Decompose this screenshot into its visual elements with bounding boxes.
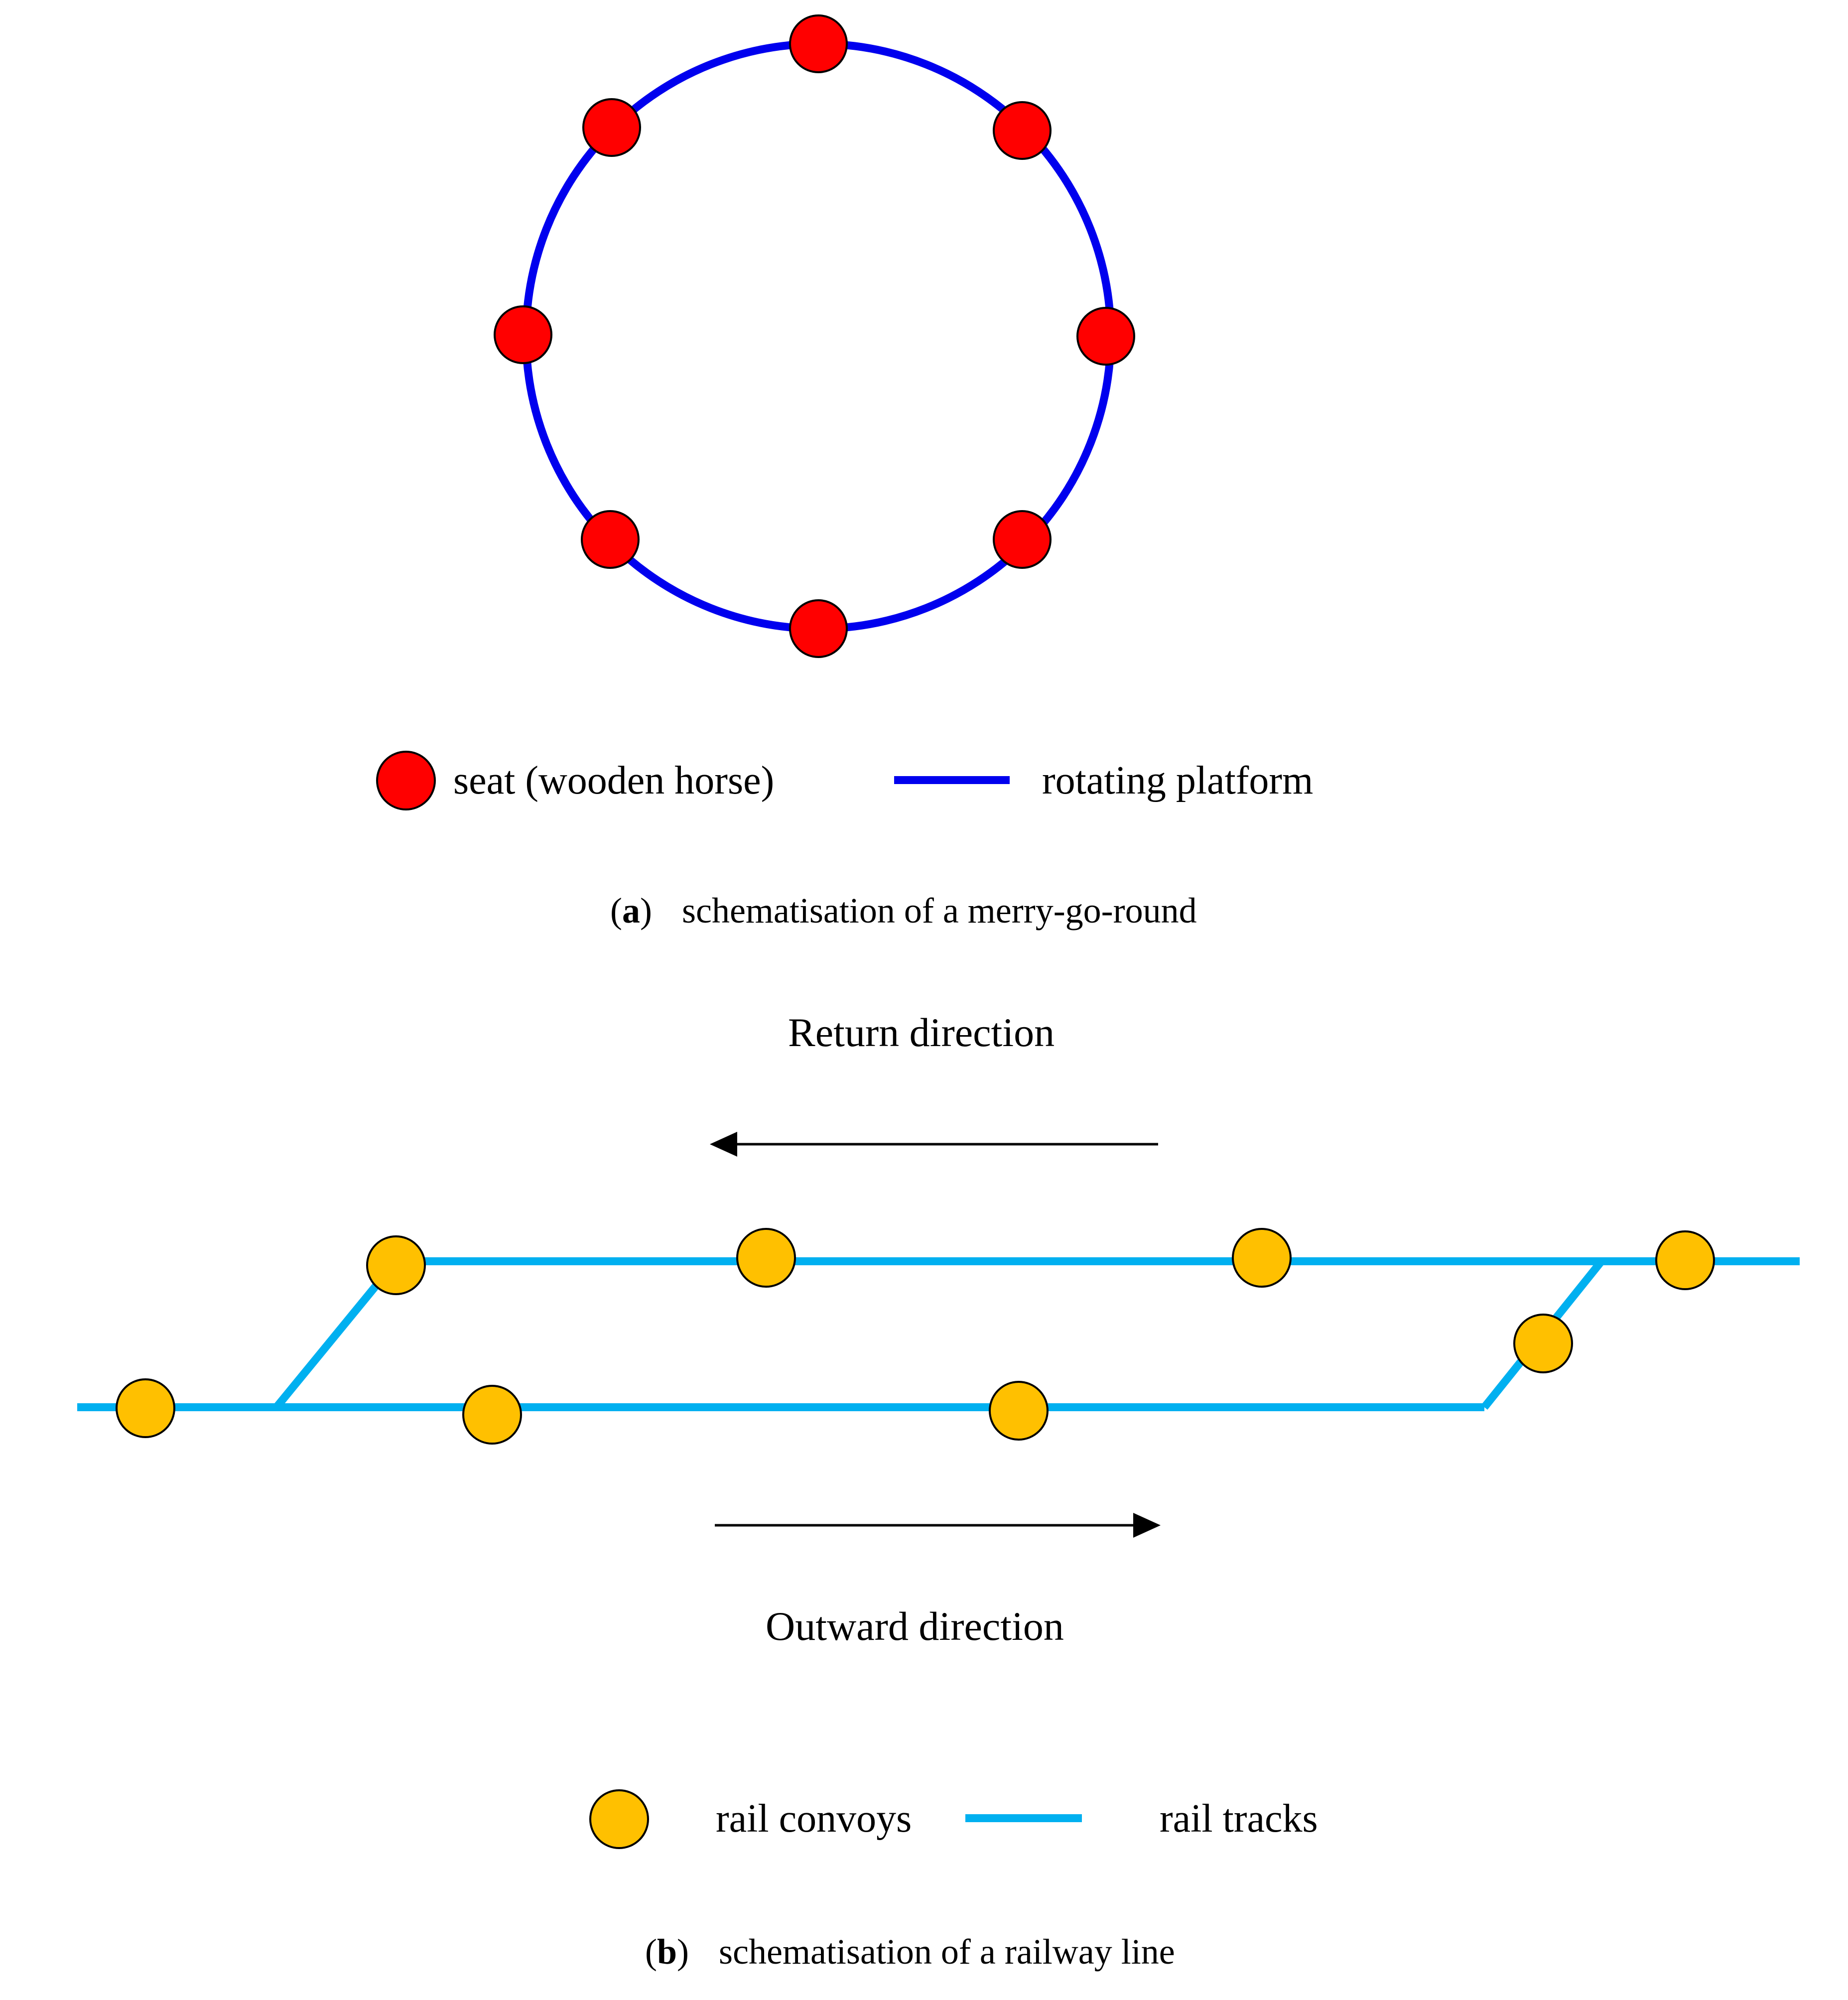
- seat-bottom: [789, 599, 848, 658]
- return-arrow: [710, 1132, 1158, 1157]
- seat-legend-label: seat (wooden horse): [453, 759, 774, 802]
- tracks-legend-label: rail tracks: [1160, 1797, 1318, 1841]
- seat-top-right: [993, 101, 1052, 160]
- caption-a: (a)schematisation of a merry-go-round: [610, 891, 1197, 931]
- seat-bottom-right: [993, 510, 1052, 569]
- panel-b: Return direction Outward direction: [77, 1010, 1800, 1972]
- convoy: [989, 1381, 1049, 1441]
- caption-b: (b)schematisation of a railway line: [645, 1932, 1175, 1972]
- seat-right: [1076, 307, 1135, 366]
- outward-arrow-head: [1133, 1513, 1161, 1538]
- seat-left: [494, 305, 552, 364]
- platform-legend-label: rotating platform: [1042, 759, 1313, 802]
- convoy: [736, 1228, 796, 1288]
- return-direction-label: Return direction: [788, 1010, 1055, 1055]
- rail-convoys: [116, 1228, 1715, 1445]
- convoy: [366, 1235, 426, 1295]
- convoy: [1655, 1230, 1715, 1290]
- caption-a-letter: a: [622, 891, 640, 931]
- seat-top: [789, 14, 848, 73]
- caption-b-text: schematisation of a railway line: [719, 1932, 1175, 1972]
- legend-a: seat (wooden horse) rotating platform: [376, 751, 1313, 810]
- convoy-legend-label: rail convoys: [716, 1797, 912, 1841]
- return-arrow-head: [710, 1132, 737, 1157]
- seat-top-left: [582, 98, 641, 157]
- outward-direction-label: Outward direction: [766, 1603, 1064, 1649]
- caption-a-text: schematisation of a merry-go-round: [682, 891, 1197, 931]
- seat-legend-swatch: [376, 751, 436, 810]
- legend-b: rail convoys rail tracks: [589, 1789, 1318, 1849]
- convoy-legend-swatch: [589, 1789, 649, 1849]
- seat-bottom-left: [581, 510, 640, 569]
- convoy: [462, 1385, 522, 1445]
- convoy: [1232, 1228, 1292, 1288]
- convoy: [116, 1378, 175, 1438]
- caption-b-letter: b: [657, 1932, 677, 1972]
- outward-arrow: [715, 1513, 1161, 1538]
- convoy: [1513, 1314, 1573, 1373]
- seats: [494, 14, 1135, 658]
- panel-a: seat (wooden horse) rotating platform (a…: [376, 14, 1313, 931]
